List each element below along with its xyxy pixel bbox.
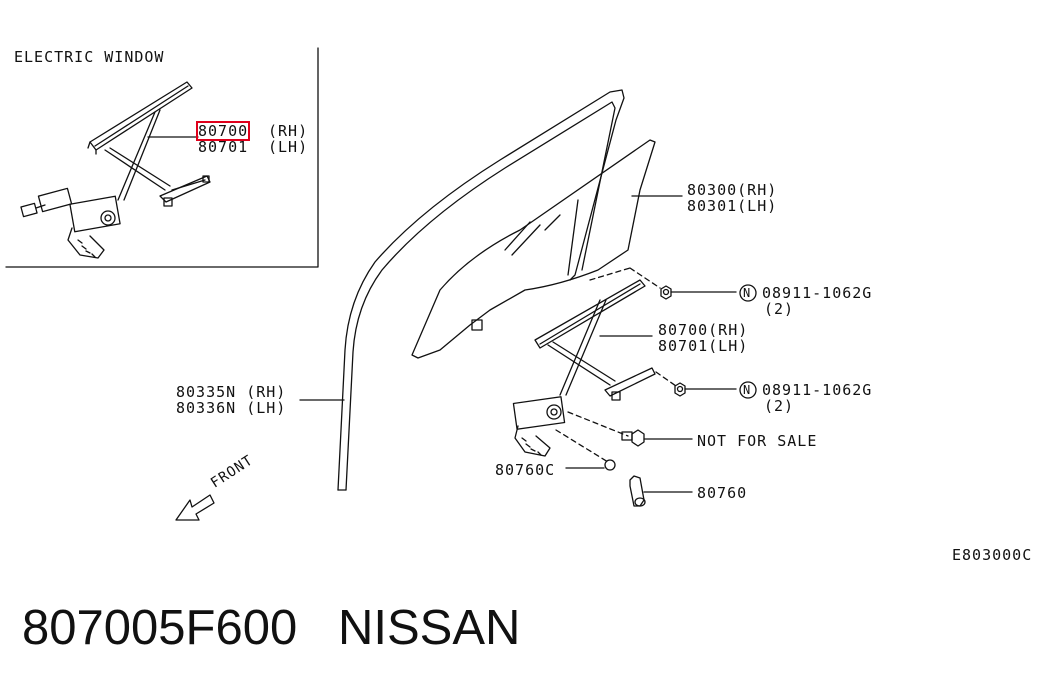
handle-cover: [604, 459, 616, 471]
inset-part-rh-suffix: (RH): [268, 122, 309, 140]
handle-label: 80760: [697, 484, 748, 502]
nut-lower: [674, 382, 686, 397]
nut-upper-qty: (2): [764, 300, 795, 318]
regulator-lh-label: 80701(LH): [658, 337, 749, 355]
door-glass: [411, 139, 656, 359]
dashed-guides: [555, 267, 677, 463]
door-sash: [337, 89, 625, 491]
regulator-drawing: [512, 279, 656, 457]
inset-regulator-drawing: [20, 81, 211, 259]
inset-title: ELECTRIC WINDOW: [14, 48, 165, 66]
sash-rh-label: 80335N (RH): [176, 383, 287, 401]
glass-lh-label: 80301(LH): [687, 197, 778, 215]
brand-name: NISSAN: [338, 601, 521, 655]
nut-lower-code: 08911-1062G: [762, 381, 873, 399]
nut-upper: [660, 285, 672, 300]
inset-part-lh-suffix: (LH): [268, 138, 309, 156]
glass-rh-label: 80300(RH): [687, 181, 778, 199]
part-number: 807005F600: [22, 601, 298, 655]
nut-lower-qty: (2): [764, 397, 795, 415]
nut-symbol-lower-letter: N: [743, 383, 751, 397]
nut-symbol-lower: [739, 381, 757, 399]
regulator-rh-label: 80700(RH): [658, 321, 749, 339]
inset-frame: [5, 47, 319, 268]
front-arrow: [175, 494, 215, 521]
bolt: [621, 429, 645, 447]
cover-label: 80760C: [495, 461, 556, 479]
nut-upper-code: 08911-1062G: [762, 284, 873, 302]
inset-part-rh: 80700: [195, 121, 251, 141]
diagram-code: E803000C: [952, 546, 1033, 564]
sash-lh-label: 80336N (LH): [176, 399, 287, 417]
nut-symbol-upper: [739, 284, 757, 302]
bolt-label: NOT FOR SALE: [697, 432, 818, 450]
inset-part-lh: 80701: [198, 138, 249, 156]
window-handle: [629, 475, 646, 507]
nut-symbol-upper-letter: N: [743, 286, 751, 300]
